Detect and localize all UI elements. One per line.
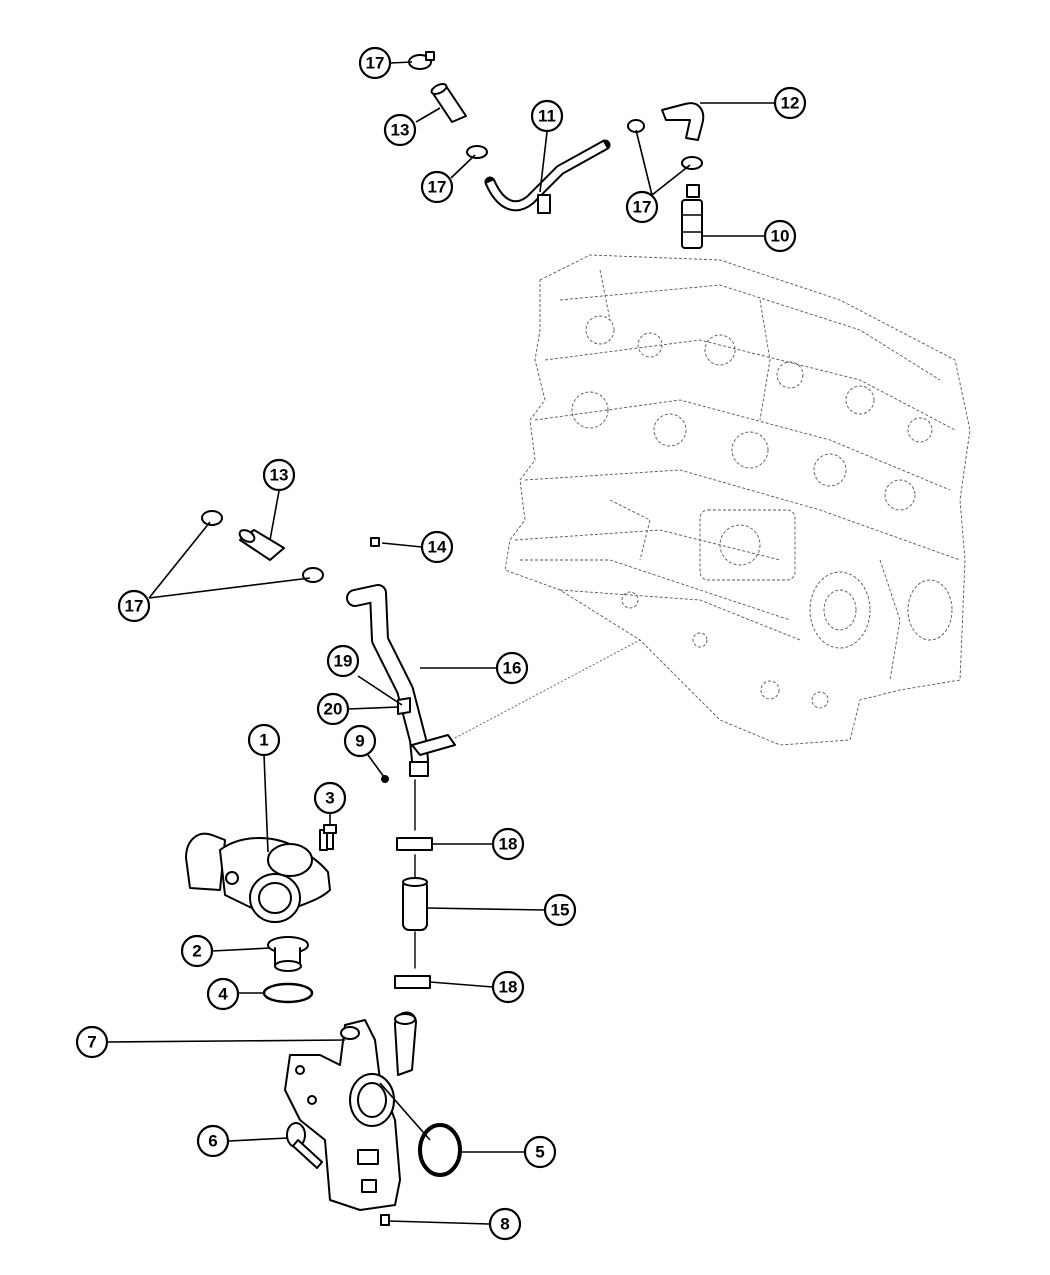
tube-end-part (409, 761, 429, 777)
callout-number: 13 (391, 121, 410, 140)
callout-19: 19 (326, 644, 360, 678)
callout-number: 13 (270, 466, 289, 485)
hose-clamp-part (396, 837, 433, 851)
leader-lines (106, 61, 774, 1225)
hose-clamp-part (394, 975, 431, 989)
callout-5: 5 (523, 1135, 557, 1169)
callout-number: 1 (259, 731, 268, 750)
hose-clamp-part (201, 510, 223, 526)
upper-hose-assembly (408, 51, 705, 249)
callout-11: 11 (530, 99, 564, 133)
callout-number: 17 (366, 54, 385, 73)
callout-number: 12 (781, 94, 800, 113)
tube-bracket-part (537, 194, 551, 214)
callout-3: 3 (313, 781, 347, 815)
callout-13: 13 (383, 113, 417, 147)
callout-1: 1 (247, 723, 281, 757)
thermostat-housing-part (185, 829, 331, 923)
callout-number: 5 (535, 1143, 544, 1162)
seal-ring-part (262, 982, 314, 1004)
callout-15: 15 (543, 893, 577, 927)
callout-4: 4 (206, 977, 240, 1011)
callout-number: 3 (325, 789, 334, 808)
callout-number: 2 (192, 942, 201, 961)
callout-number: 17 (428, 178, 447, 197)
callout-number: 16 (503, 659, 522, 678)
callout-20: 20 (316, 692, 350, 726)
short-hose-part (402, 879, 428, 931)
hose-clamp-part (466, 145, 488, 159)
lower-hose-assembly (201, 510, 456, 989)
callout-number: 17 (125, 597, 144, 616)
callout-10: 10 (763, 219, 797, 253)
fitting-part (681, 184, 703, 249)
plug-part (370, 537, 380, 547)
tube-bracket-part (411, 734, 456, 756)
hose-clamp-part (681, 156, 703, 170)
coolant-outlet-housing-part (284, 1011, 417, 1211)
callout-number: 20 (324, 700, 343, 719)
callout-17: 17 (358, 46, 392, 80)
callout-number: 17 (633, 198, 652, 217)
thermostat-part (267, 936, 309, 972)
callout-18: 18 (491, 970, 525, 1004)
elbow-hose-part (661, 102, 705, 141)
callout-number: 8 (500, 1215, 509, 1234)
callout-number: 6 (208, 1132, 217, 1151)
callout-number: 15 (551, 901, 570, 920)
callout-number: 19 (334, 652, 353, 671)
bolt-part (286, 1122, 323, 1169)
callout-number: 11 (538, 107, 556, 126)
callout-number: 4 (218, 985, 228, 1004)
callout-14: 14 (420, 530, 454, 564)
plug-part (380, 1214, 390, 1226)
callout-13: 13 (262, 458, 296, 492)
callout-12: 12 (773, 86, 807, 120)
gasket-part (418, 1123, 462, 1177)
hose-clamp-part (408, 51, 435, 70)
callout-number: 9 (355, 732, 364, 751)
callout-2: 2 (180, 934, 214, 968)
callout-16: 16 (495, 651, 529, 685)
callout-17: 17 (420, 170, 454, 204)
callout-number: 18 (499, 835, 518, 854)
hose-clamp-part (302, 567, 324, 583)
callout-number: 7 (87, 1033, 96, 1052)
ball-part (381, 775, 389, 783)
short-hose-part (430, 83, 467, 123)
callout-number: 18 (499, 978, 518, 997)
callout-18: 18 (491, 827, 525, 861)
callout-number: 10 (771, 227, 790, 246)
callout-17: 17 (117, 589, 151, 623)
callout-7: 7 (75, 1025, 109, 1059)
fitting-part (397, 697, 411, 715)
callout-17: 17 (625, 190, 659, 224)
callout-9: 9 (343, 724, 377, 758)
callout-6: 6 (196, 1124, 230, 1158)
engine-block-illustration (504, 254, 971, 746)
callout-number: 14 (428, 538, 447, 557)
callout-8: 8 (488, 1207, 522, 1241)
